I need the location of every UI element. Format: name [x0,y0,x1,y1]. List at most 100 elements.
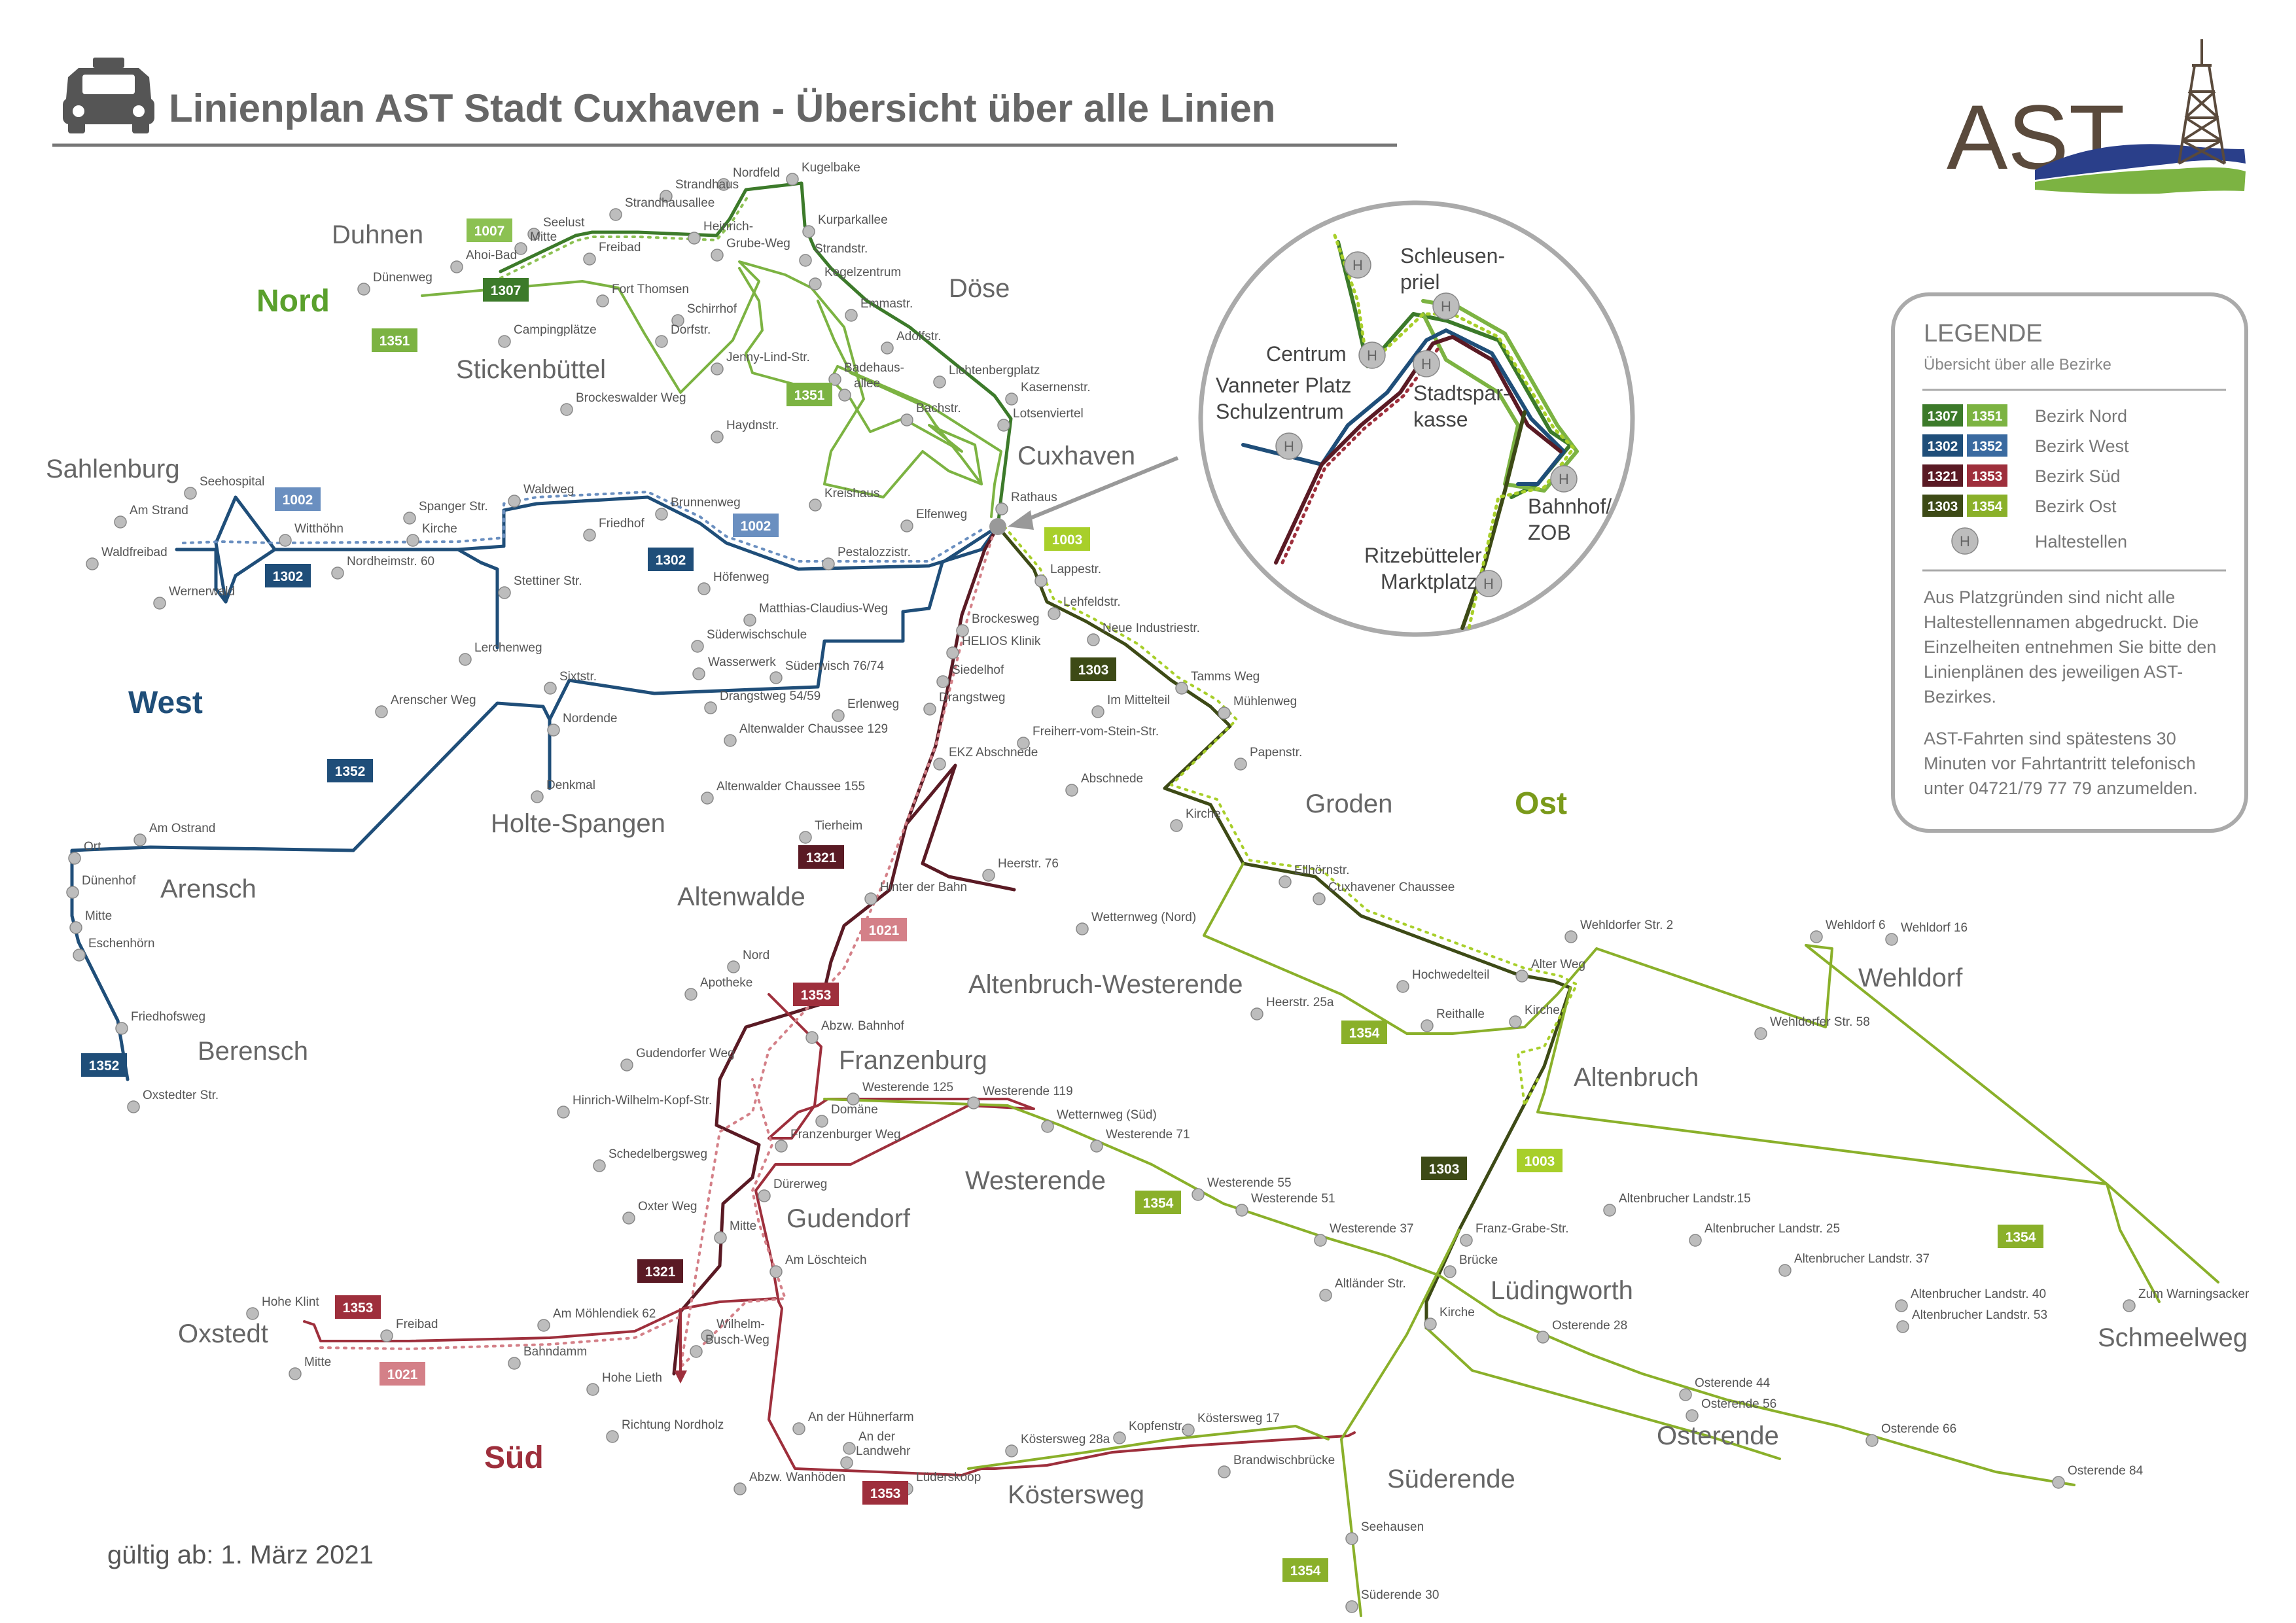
legend-label: Haltestellen [2035,532,2127,551]
stop-icon [845,309,858,322]
stop-icon [1235,1204,1248,1217]
stop-icon [406,534,419,547]
stop-label: Gudendorfer Weg [636,1047,735,1060]
stop-label: Friedhof [599,517,645,531]
stop-label: Brandwischbrücke [1233,1454,1335,1467]
place-label: Altenbruch-Westerende [968,970,1243,999]
place-label: Döse [949,274,1010,303]
stop-icon [956,624,969,637]
place-label: Süderende [1387,1465,1515,1493]
stop-label: Dünenweg [373,271,433,285]
stop-label: Franz-Grabe-Str. [1475,1222,1569,1236]
stop-icon [660,190,673,203]
stop-icon [1686,1409,1699,1422]
stop-label: Wernerwald [169,585,235,599]
stop-label: Kurparkallee [818,213,888,227]
legend-entry-stops: H Haltestellen [1951,527,2127,555]
stop-icon [995,502,1008,515]
stop-icon [609,208,622,221]
stop-label: Domäne [831,1103,878,1117]
stop-label: Strandhausallee [625,196,715,210]
stop-label: Matthias-Claudius-Weg [759,602,888,616]
stop-label: Wetternweg (Nord) [1091,911,1196,924]
stop-icon [1951,527,1979,555]
stop-label: Waldweg [523,483,574,497]
stop-label: Westerende 119 [983,1085,1073,1098]
svg-text:1021: 1021 [869,923,900,938]
stop-icon [1515,969,1528,983]
line-badge: 1307 [483,278,529,302]
stop-label: Am Ostrand [149,822,215,835]
stop-icon [727,960,740,973]
svg-text:1354: 1354 [1143,1196,1174,1211]
line-badge: 1354 [1998,1225,2043,1248]
stop-labels: Kugelbake Nordfeld Strandhaus Strandhaus… [82,161,2250,1602]
taxi-icon [63,58,154,133]
stop-label: Osterende 28 [1552,1319,1627,1333]
svg-text:1302: 1302 [273,569,304,584]
stop-label: Wetternweg (Süd) [1057,1108,1157,1122]
stop-icon [531,790,544,803]
stop-icon [704,701,717,714]
route-line-1351-c [817,300,983,485]
stop-label: Altenbrucher Landstr. 40 [1911,1287,2046,1301]
svg-text:1351: 1351 [794,388,825,403]
stop-icon [997,419,1010,432]
stop-label: Höfenweg [713,570,769,584]
svg-text:Aus Platzgründen sind nicht a: Aus Platzgründen sind nicht alle [1924,587,2175,607]
line-badge: 1354 [1341,1021,1387,1044]
stop-label: Witthöhn [294,522,344,536]
legend-label: Bezirk Süd [2035,466,2121,486]
svg-text:1353: 1353 [870,1486,901,1501]
stop-icon [786,173,799,186]
stop-label: Oxstedter Str. [143,1089,219,1102]
inset-pointer-line [1016,456,1179,525]
route-line-1002 [182,491,983,563]
district-label-west: West [128,686,203,720]
svg-text:AST-Fahrten sind spätestens 30: AST-Fahrten sind spätestens 30 [1924,729,2176,748]
stop-icon [923,703,936,716]
stop-label: Pestalozzistr. [838,546,911,559]
stop-label: Mühlenweg [1233,695,1297,708]
place-label: Köstersweg [1008,1480,1144,1509]
stop-label: Bachstr. [916,402,961,415]
stop-label: Brockeswalder Weg [576,391,686,405]
stop-label: Westerende 37 [1330,1222,1414,1236]
district-label-sued: Süd [484,1440,544,1475]
line-badge: 1351 [786,383,832,406]
stop-icon [1279,875,1292,888]
hub-dot [989,518,1006,535]
stop-label: Zum Warningsacker [2138,1287,2250,1301]
stop-label: Mitte [530,230,557,244]
stop-icon [900,413,913,427]
stop-icon [982,869,995,882]
stop-icon [1087,633,1100,646]
line-badge: 1353 [335,1295,381,1319]
line-badge: 1321 [637,1259,683,1283]
stop-label: allee [854,377,880,391]
stop-icon [153,597,166,610]
stop-icon [724,734,737,747]
stop-icon [1090,1140,1103,1153]
stop-icon [1896,1320,1909,1333]
svg-text:Linienplänen des jeweiligen AS: Linienplänen des jeweiligen AST- [1924,662,2183,682]
stop-label: Stettiner Str. [514,574,582,588]
stop-label: Köstersweg 17 [1197,1412,1280,1425]
place-label: Arensch [160,875,256,903]
stop-label: Nordende [563,712,617,725]
stop-label: Hohe Lieth [602,1371,662,1385]
svg-text:1302: 1302 [656,553,686,568]
district-ost-routes [823,525,2219,1617]
stop-icon [1175,682,1188,695]
svg-text:1354: 1354 [1972,499,2003,514]
stop-label: Hohe Klint [262,1295,319,1309]
logo-wave-green [2035,167,2246,194]
stop-icon [508,495,521,508]
stop-label: Kirche [422,522,457,536]
stop-icon [357,283,370,296]
stop-label: Am Löschteich [785,1253,867,1267]
stop-label: Westerende 71 [1106,1128,1190,1142]
stop-icon [1314,1234,1327,1247]
route-line-1354-f [967,1425,1330,1470]
svg-text:Einzelheiten entnehmen Sie bit: Einzelheiten entnehmen Sie bitte den [1924,637,2216,657]
